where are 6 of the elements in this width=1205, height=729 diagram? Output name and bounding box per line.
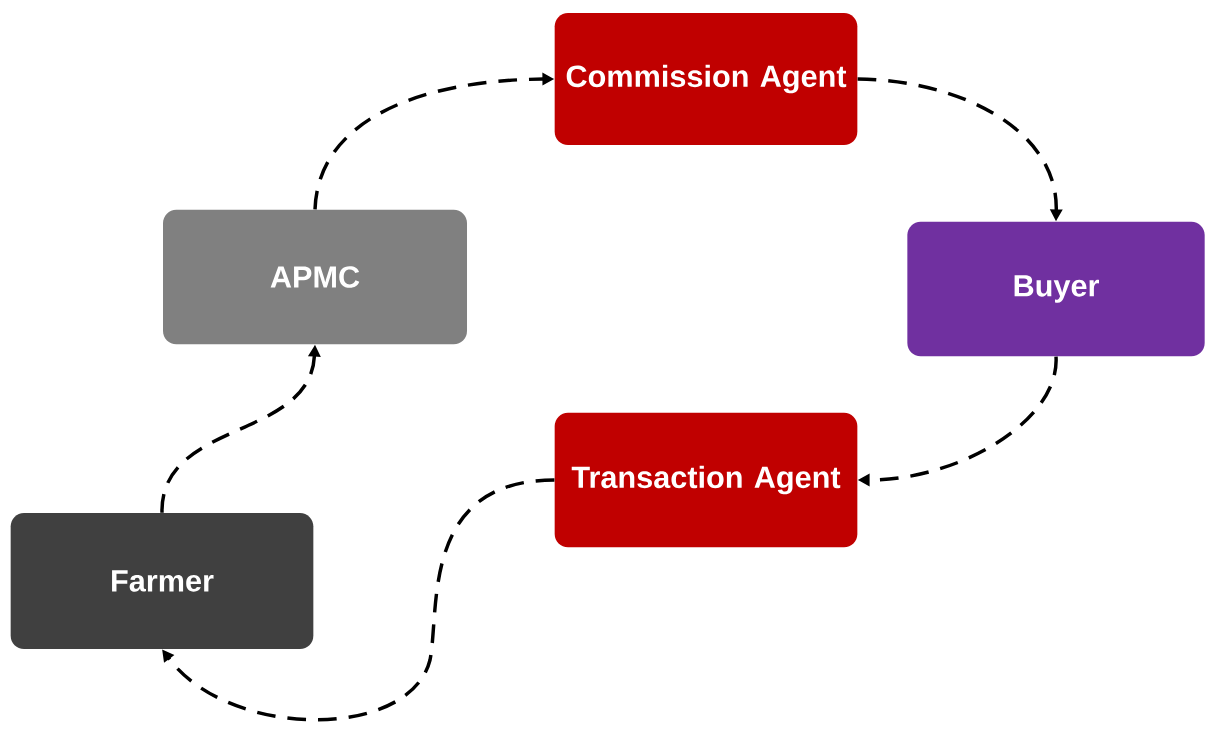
arrow (162, 478, 555, 722)
process-box: Commission Agent (554, 13, 858, 145)
process-box: Transaction Agent (554, 412, 858, 548)
process-box: APMC (163, 209, 467, 345)
process-box: Farmer (10, 513, 314, 649)
process-box: Buyer (907, 221, 1205, 357)
